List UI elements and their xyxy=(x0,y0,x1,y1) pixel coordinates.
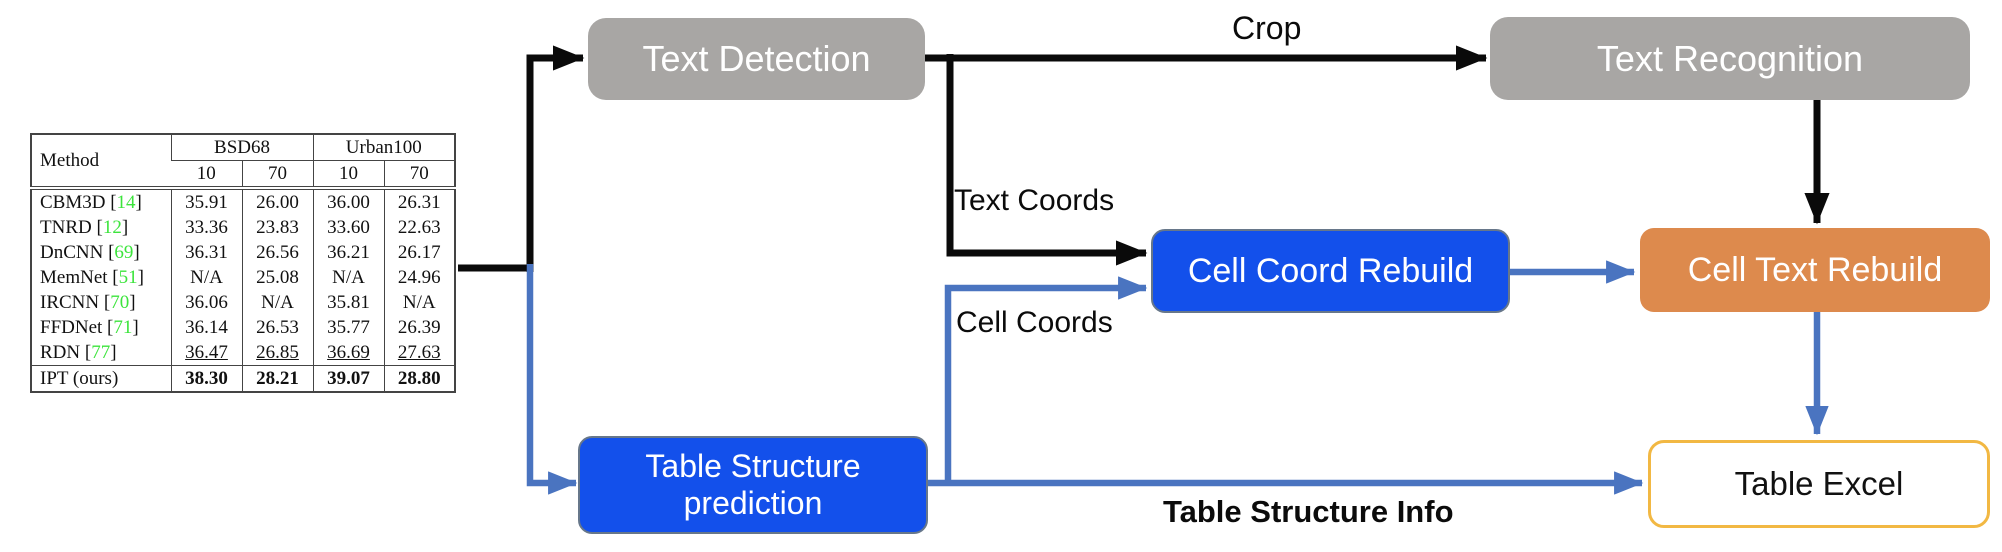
value-cell: 33.36 xyxy=(170,215,242,240)
value-cell: 36.14 xyxy=(170,315,242,340)
citation-number: 51 xyxy=(118,266,138,288)
value-cell: 22.63 xyxy=(383,215,456,240)
citation-number: 12 xyxy=(102,216,122,238)
value-cell: 39.07 xyxy=(312,365,384,392)
text-coords-edge-label: Text Coords xyxy=(954,184,1115,217)
value-cell: 38.30 xyxy=(170,365,242,392)
citation-number: 70 xyxy=(110,291,130,313)
cell-text-rebuild-box: Cell Text Rebuild xyxy=(1640,228,1990,312)
value-cell: 28.21 xyxy=(241,365,313,392)
table-excel-box: Table Excel xyxy=(1648,440,1990,528)
value-cell: 26.85 xyxy=(241,340,313,366)
cell-coord-rebuild-label: Cell Coord Rebuild xyxy=(1187,251,1474,290)
table-subheader: 10 xyxy=(171,160,242,190)
table-header-bsd68: BSD68 xyxy=(170,134,313,161)
method-cell: TNRD [12] xyxy=(40,216,129,238)
value-cell: N/A xyxy=(241,290,313,315)
cell-text-rebuild-label: Cell Text Rebuild xyxy=(1687,250,1943,289)
value-cell: 24.96 xyxy=(383,265,456,290)
table-subheader: 10 xyxy=(312,160,384,190)
value-cell: 36.06 xyxy=(170,290,242,315)
table-header-method: Method xyxy=(31,134,171,190)
value-cell: 36.47 xyxy=(170,340,242,366)
value-cell: 36.31 xyxy=(170,240,242,265)
table-header-urban100: Urban100 xyxy=(312,134,456,161)
method-cell: FFDNet [71] xyxy=(40,316,139,338)
value-cell: 28.80 xyxy=(383,365,456,392)
value-cell: 26.31 xyxy=(383,188,456,215)
edge-to-text-detection xyxy=(526,45,585,272)
table-subheader: 70 xyxy=(383,160,456,190)
value-cell: 35.91 xyxy=(170,188,242,215)
cell-coord-rebuild-box: Cell Coord Rebuild xyxy=(1151,229,1510,313)
value-cell: 33.60 xyxy=(312,215,384,240)
value-cell: 35.77 xyxy=(312,315,384,340)
table-subheader: 70 xyxy=(241,160,313,190)
value-cell: 25.08 xyxy=(241,265,313,290)
table-structure-prediction-box: Table Structure prediction xyxy=(578,436,928,534)
value-cell: 36.00 xyxy=(312,188,384,215)
method-cell: CBM3D [14] xyxy=(40,191,142,213)
value-cell: 36.69 xyxy=(312,340,384,366)
method-cell: RDN [77] xyxy=(40,341,117,363)
value-cell: 35.81 xyxy=(312,290,384,315)
method-cell: IRCNN [70] xyxy=(40,291,136,313)
value-cell: 26.53 xyxy=(241,315,313,340)
table-structure-prediction-label: Table Structure prediction xyxy=(645,448,861,521)
citation-number: 14 xyxy=(116,191,136,213)
method-cell: MemNet [51] xyxy=(40,266,144,288)
benchmark-table: Method BSD68 Urban100 10 70 10 70 CBM3D … xyxy=(30,133,457,393)
edge-to-table-structure xyxy=(526,264,578,495)
value-cell: N/A xyxy=(312,265,384,290)
value-cell: N/A xyxy=(170,265,242,290)
cell-coords-edge-label: Cell Coords xyxy=(956,306,1113,339)
text-detection-box: Text Detection xyxy=(588,18,925,100)
value-cell: 23.83 xyxy=(241,215,313,240)
value-cell: N/A xyxy=(383,290,456,315)
value-cell: 26.39 xyxy=(383,315,456,340)
method-cell: IPT (ours) xyxy=(31,365,171,392)
value-cell: 27.63 xyxy=(383,340,456,366)
value-cell: 26.00 xyxy=(241,188,313,215)
value-cell: 26.17 xyxy=(383,240,456,265)
value-cell: 26.56 xyxy=(241,240,313,265)
table-excel-label: Table Excel xyxy=(1734,465,1904,502)
table-structure-info-edge-label: Table Structure Info xyxy=(1163,494,1454,529)
text-recognition-label: Text Recognition xyxy=(1596,37,1864,79)
edge-text-coords xyxy=(946,54,1148,266)
text-recognition-box: Text Recognition xyxy=(1490,17,1970,100)
value-cell: 36.21 xyxy=(312,240,384,265)
text-detection-label: Text Detection xyxy=(642,38,871,79)
citation-number: 77 xyxy=(91,341,111,363)
citation-number: 71 xyxy=(113,316,133,338)
citation-number: 69 xyxy=(114,241,134,263)
crop-edge-label: Crop xyxy=(1232,10,1302,46)
method-cell: DnCNN [69] xyxy=(40,241,140,263)
